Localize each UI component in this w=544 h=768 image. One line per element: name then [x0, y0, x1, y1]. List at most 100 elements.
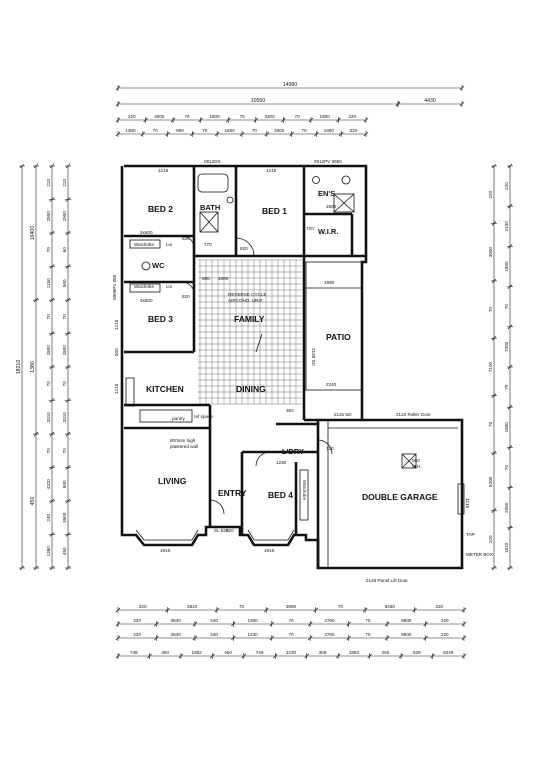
shower-x — [199, 211, 219, 233]
manhole — [401, 453, 417, 469]
dim-bottom-r4-label: 450 — [161, 650, 169, 655]
dim-right-r2-label: 70 — [504, 465, 509, 471]
dim-bottom-r2-label: 70 — [365, 618, 371, 623]
note-tap: TAP — [466, 532, 475, 537]
room-entry: ENTRY — [218, 488, 247, 498]
dim-top-r2-label: 220 — [128, 114, 136, 119]
dim-top-r3-label: 70 — [252, 128, 258, 133]
door-swing — [181, 235, 195, 249]
dim-bottom-r4-label: 450 — [224, 650, 232, 655]
dim-top-r2-label: 1800 — [320, 114, 331, 119]
dim-left-r2-label: 70 — [46, 247, 51, 253]
room-bed3: BED 3 — [148, 314, 173, 324]
note-patio-sd: 2148 SD — [311, 348, 316, 367]
dim-left-r2-label: 240 — [46, 513, 51, 521]
note-dim: 1230 — [276, 460, 287, 465]
dim-top-r2-label: 70 — [184, 114, 190, 119]
note-roller-door: 2124 Roller Door — [396, 412, 431, 417]
note-wall: plastered wall — [170, 444, 198, 449]
dim-right-r1-label: 70 — [488, 421, 493, 427]
dim-top-r3-label: 70 — [202, 128, 208, 133]
note-pantry: pantry — [172, 416, 185, 421]
note-window: 0912DS — [204, 159, 221, 164]
dim-left-r3-label: 450 — [62, 547, 67, 555]
note-dim: 1815 — [160, 548, 171, 553]
dim-bottom-r2-label: 240 — [210, 618, 218, 623]
dim-bottom-r4-label: 8240 — [443, 650, 454, 655]
dim-left-r3-label: 70 — [62, 381, 67, 387]
wardrobe-bed3 — [129, 283, 161, 293]
note-aircon: AIRCOND. UNIT — [228, 298, 263, 303]
room-bed4: BED 4 — [268, 490, 293, 500]
note-dim: 800 — [202, 276, 210, 281]
note-dim: 2240 — [326, 382, 337, 387]
dim-bottom-r4-label: 1882 — [192, 650, 203, 655]
dim-bottom-r1-label: 220 — [435, 604, 443, 609]
dim-left-r3-label: 70 — [62, 314, 67, 320]
dim-bottom-r2-label: 220 — [441, 618, 449, 623]
note-sd: 2115 SD — [334, 412, 352, 417]
dim-bottom-r2-label: 220 — [133, 618, 141, 623]
dim-right-r1-label: 8200 — [488, 476, 493, 487]
note-wall: 800mm high — [170, 438, 196, 443]
note-dim: 350 — [286, 408, 294, 413]
toilet-wc — [141, 261, 151, 271]
bay-window-living — [135, 529, 199, 541]
room-bath: BATH — [200, 203, 220, 212]
dim-left-r3-label: 3310 — [62, 412, 67, 423]
dim-left-r1-label: 450 — [30, 497, 36, 506]
room-dining: DINING — [236, 384, 266, 394]
patio-outline — [305, 261, 363, 391]
door-swing — [181, 281, 195, 295]
note-wardrobe: Wardrobe — [134, 284, 154, 289]
dim-right-r1-label: 220 — [488, 535, 493, 543]
plan-linework — [120, 164, 465, 570]
dimension-lines — [19, 85, 513, 659]
note-dim: 500 — [114, 348, 119, 356]
dim-top-r3-label: 220 — [350, 128, 358, 133]
note-lin: Lin — [166, 284, 173, 289]
dim-left-r3-label: 2900 — [62, 211, 67, 222]
door-swing — [255, 451, 271, 467]
dim-left-r2-label: 70 — [46, 381, 51, 387]
dim-left-r2-label: 220 — [46, 178, 51, 186]
room-bed1: BED 1 — [262, 206, 287, 216]
dim-bottom-r3-label: 220 — [441, 632, 449, 637]
note-window: 0906PV 085 — [112, 274, 117, 300]
dim-right-r2-label: 1800 — [504, 261, 509, 272]
dim-bottom-r1-label: 220 — [139, 604, 147, 609]
note-dim: 820 — [240, 246, 248, 251]
dim-right-r1-label: 3900 — [488, 247, 493, 258]
garage-window — [457, 483, 465, 515]
dim-bottom-r2-label: 5800 — [401, 618, 412, 623]
dim-top-r1-label: 10550 — [251, 98, 266, 104]
note-dim: 1218 — [114, 383, 119, 394]
note-dim: 1815 — [264, 548, 275, 553]
dim-bottom-r2-label: 1360 — [247, 618, 258, 623]
room-ens: EN'S — [318, 189, 335, 198]
dim-top-r2-label: 220 — [348, 114, 356, 119]
dim-top-r3-label: 950 — [176, 128, 184, 133]
bay-window-bed4 — [247, 529, 295, 541]
dim-top-r3-label: 70 — [153, 128, 159, 133]
dim-top-r2-label: 1800 — [209, 114, 220, 119]
dim-top-r2-label: 3000 — [154, 114, 165, 119]
note-dim: 1990 — [324, 280, 335, 285]
dim-bottom-r4-label: 749 — [130, 650, 138, 655]
note-wardrobe: Wardrobe — [134, 242, 154, 247]
shower-x — [333, 193, 355, 213]
dim-right-r1-label: 7100 — [488, 361, 493, 372]
note-dim: 1218 — [158, 168, 169, 173]
dim-top-r3-label: 70 — [301, 128, 307, 133]
dim-top-overall-label: 14980 — [283, 82, 298, 88]
dim-bottom-r2-label: 70 — [288, 618, 294, 623]
dim-bottom-r3-label: 220 — [133, 632, 141, 637]
dim-bottom-r3-label: 1230 — [247, 632, 258, 637]
note-dim: 720 — [306, 226, 314, 231]
dim-top-r3-label: 1800 — [324, 128, 335, 133]
dim-left-r3-label: 60 — [62, 247, 67, 253]
dim-bottom-r4-label: 1230 — [286, 650, 297, 655]
dim-bottom-r3-label: 240 — [210, 632, 218, 637]
